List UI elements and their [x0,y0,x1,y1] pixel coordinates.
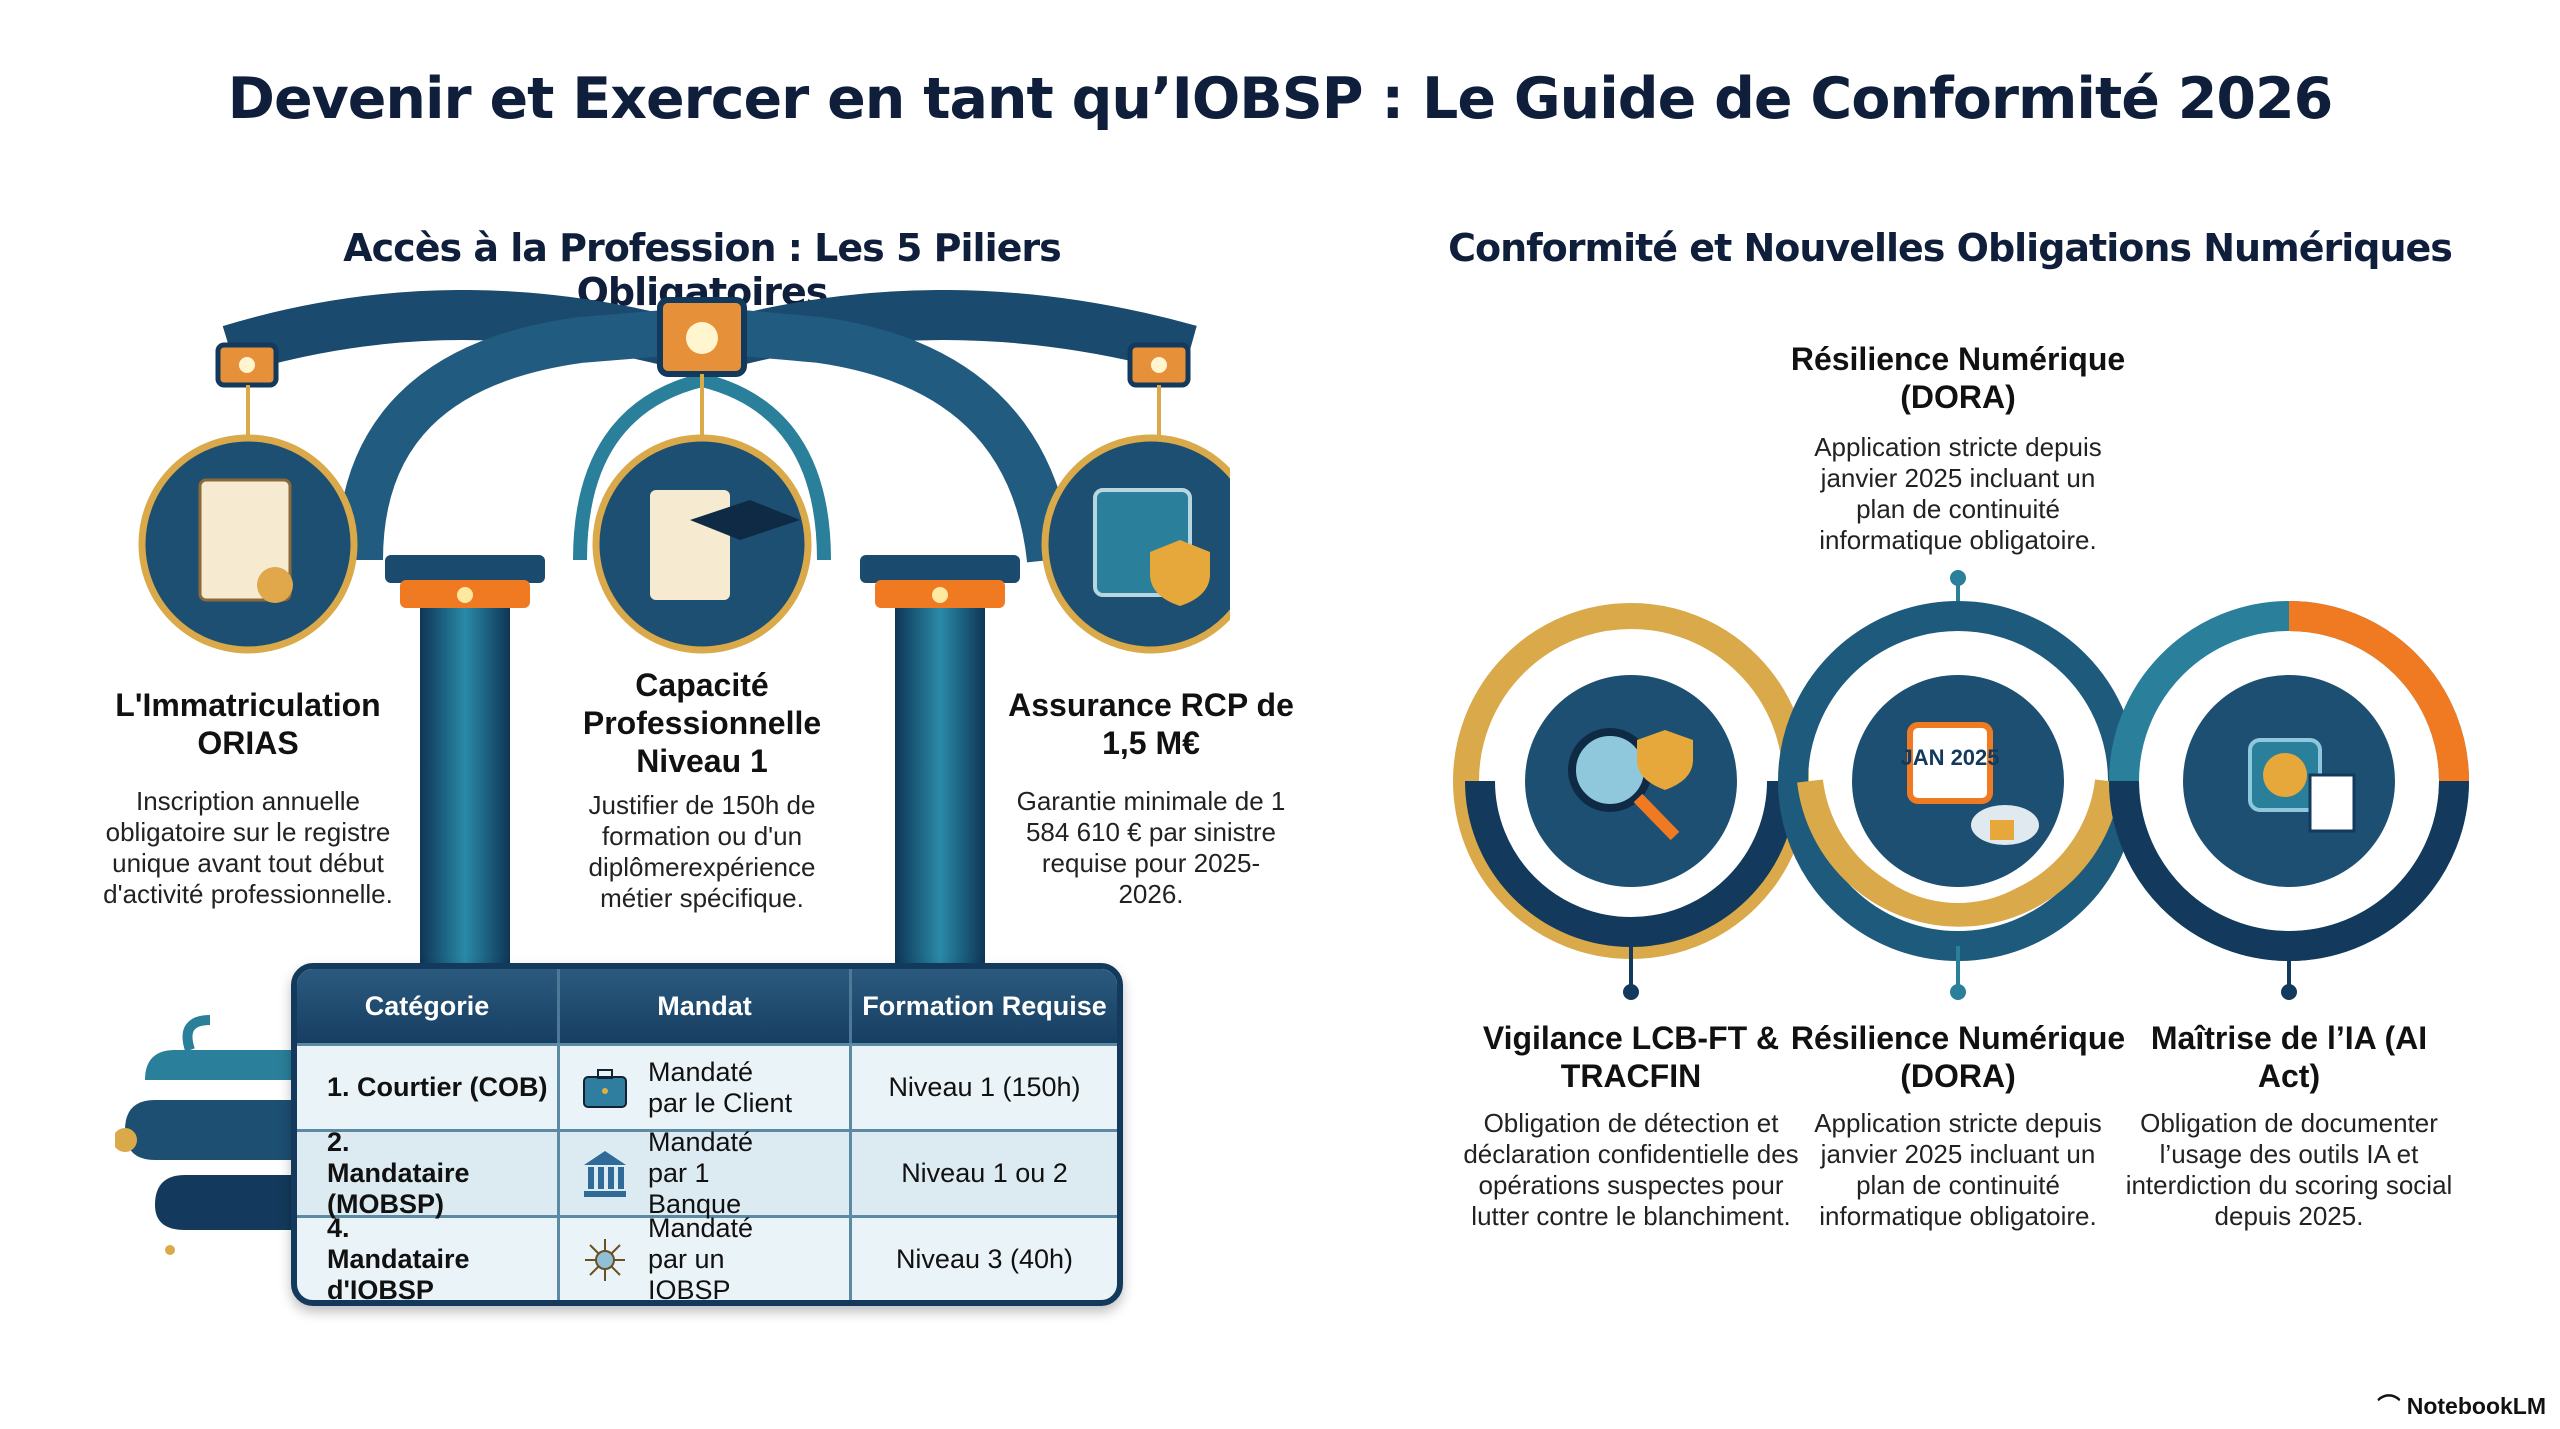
pillar-desc-capacite: Justifier de 150h de formation ou d'un d… [588,790,816,913]
right-section-title: Conformité et Nouvelles Obligations Numé… [1448,226,2453,270]
header-mandat: Mandat [560,969,852,1043]
cell-mandat: Mandaté par 1 Banque [648,1127,754,1219]
network-icon [585,1238,625,1281]
arch-illustration [138,290,1230,970]
decorative-swirls [115,1015,295,1255]
cell-category: 4. Mandataire d'IOBSP [327,1213,470,1305]
magnifier-shield-icon [1568,728,1693,841]
cell-formation: Niveau 3 (40h) [895,1244,1074,1274]
header-formation: Formation Requise [862,990,1107,1021]
item-desc-ai-act: Obligation de documenter l’usage des out… [2125,1108,2453,1231]
pillar-desc-rcp: Garantie minimale de 1 584 610 € par sin… [1016,786,1286,909]
calendar-cloud-lock-icon: JAN 2025 [1900,722,2039,845]
top-desc-dora: Application stricte depuis janvier 2025 … [1814,432,2102,555]
briefcase-icon [583,1068,627,1108]
bank-icon [584,1150,626,1197]
item-title-ai-act: Maîtrise de l’IA (AI Act) [2150,1020,2428,1094]
pillar-title-orias: L'Immatriculation ORIAS [115,687,381,761]
cell-formation: Niveau 1 (150h) [888,1072,1081,1102]
certificate-icon [138,434,358,654]
calendar-icon-text: JAN 2025 [1900,745,1999,770]
table-header: Catégorie Mandat Formation Requise [297,969,1117,1043]
pillar-right [895,590,985,970]
diploma-icon [592,434,812,654]
notebooklm-brand: ⌒ NotebookLM [2377,1387,2546,1421]
pillar-desc-orias: Inscription annuelle obligatoire sur le … [103,786,393,909]
brand-label: NotebookLM [2406,1393,2546,1419]
ai-brain-chip-icon [2248,738,2356,833]
pillar-title-rcp: Assurance RCP de 1,5 M€ [1008,687,1294,761]
item-desc-lcbft: Obligation de détection et déclaration c… [1463,1108,1799,1231]
item-title-dora: Résilience Numérique (DORA) [1790,1020,2126,1094]
cell-mandat: Mandaté par le Client [648,1056,793,1118]
cell-formation: Niveau 1 ou 2 [901,1158,1068,1188]
cell-mandat: Mandaté par un IOBSP [648,1213,754,1305]
notebooklm-logo-icon: ⌒ [2377,1393,2407,1419]
table-row: 1. Courtier (COB) Mandaté par le Client … [297,1043,1117,1129]
pillar-title-capacite: Capacité Professionnelle Niveau 1 [582,667,822,779]
item-desc-dora: Application stricte depuis janvier 2025 … [1814,1108,2102,1231]
compliance-rings: JAN 2025 [1453,570,2469,1000]
cell-category: 1. Courtier (COB) [327,1072,548,1102]
left-section-title: Accès à la Profession : Les 5 Piliers Ob… [343,226,1062,314]
mandate-table: Catégorie Mandat Formation Requise 1. Co… [291,963,1123,1306]
cell-category: 2. Mandataire (MOBSP) [327,1127,470,1219]
page-title: Devenir et Exercer en tant qu’IOBSP : Le… [227,66,2334,132]
pillar-left [420,590,510,970]
header-categorie: Catégorie [297,969,560,1043]
safe-shield-icon [1041,434,1230,654]
item-title-lcbft: Vigilance LCB-FT & TRACFIN [1482,1020,1780,1094]
table-row: 2. Mandataire (MOBSP) Mandaté par 1 Banq… [297,1127,1117,1219]
table-row: 4. Mandataire d'IOBSP Mandaté par un IOB… [297,1213,1117,1300]
top-title-dora: Résilience Numérique (DORA) [1790,341,2126,415]
